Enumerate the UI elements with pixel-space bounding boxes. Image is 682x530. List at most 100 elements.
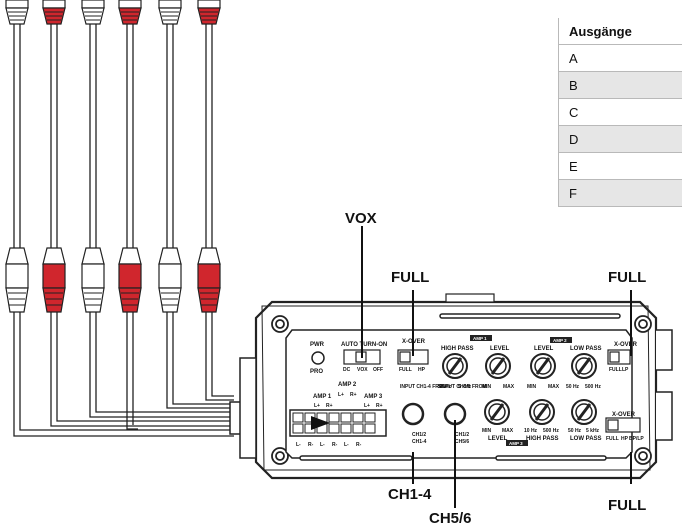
amp3-lp-max-freq: 5 kHz xyxy=(586,428,600,434)
amp1-high-pass-label: HIGH PASS xyxy=(441,346,474,352)
amp3-low-pass-label: LOW PASS xyxy=(570,436,602,442)
amp3-low-pass-knob[interactable] xyxy=(571,399,597,425)
outputs-table: Ausgänge A B C D E F xyxy=(558,18,682,207)
rca-plug-top-5 xyxy=(158,0,182,25)
amp2-lp-max-freq: 500 Hz xyxy=(585,384,601,390)
xover-amp3-opt-bplp: BP/LP xyxy=(629,436,644,442)
amp2-lp-min-freq: 50 Hz xyxy=(566,384,580,390)
rca-plug-top-6 xyxy=(197,0,221,25)
xover-amp1-opt-hp: HP xyxy=(418,367,426,373)
amp2-badge-text: AMP 2 xyxy=(553,338,567,343)
callout-full-amp1: FULL xyxy=(391,269,430,286)
amp3-hp-min-freq: 10 Hz xyxy=(524,428,538,434)
amp3-badge-text: AMP 3 xyxy=(509,441,523,446)
amp1-badge xyxy=(470,335,492,341)
amp1-level-max: MAX xyxy=(503,384,515,390)
outputs-row-c: C xyxy=(558,98,682,126)
xover-amp2-label: X-OVER xyxy=(614,342,638,348)
xover-amp2-switch-knob[interactable] xyxy=(609,351,620,363)
auto-turn-on-label: AUTO TURN-ON xyxy=(341,342,387,348)
amp1-hp-max-freq: 5 kHz xyxy=(458,384,472,390)
auto-opt-dc: DC xyxy=(343,367,351,373)
rca-plug-bottom-2 xyxy=(42,247,66,313)
auto-opt-vox: VOX xyxy=(357,367,368,373)
amp1-high-pass-knob[interactable] xyxy=(442,353,468,379)
xover-amp2-opt-full: FULL xyxy=(609,367,622,373)
outputs-row-a: A xyxy=(558,44,682,72)
amp1-badge-text: AMP 1 xyxy=(473,336,487,341)
callout-full-amp2: FULL xyxy=(608,269,647,286)
term-r-plus-1: R+ xyxy=(326,403,333,409)
amp2-level-max: MAX xyxy=(548,384,560,390)
amp2-terminal-label: AMP 2 xyxy=(338,382,357,388)
outputs-row-d: D xyxy=(558,125,682,153)
amp2-low-pass-label: LOW PASS xyxy=(570,346,602,352)
amp3-lp-min-freq: 50 Hz xyxy=(568,428,582,434)
xover-amp1-opt-full: FULL xyxy=(399,367,412,373)
xover-amp1-switch-knob[interactable] xyxy=(399,351,411,363)
term-l-plus-1: L+ xyxy=(314,403,320,409)
input-ch14-label: INPUT CH1-4 FROM xyxy=(400,384,447,390)
xover-amp3-opt-hp: HP xyxy=(621,436,629,442)
input-ch56-opt-ch56: CH5/6 xyxy=(455,439,469,445)
amp3-level-label: LEVEL xyxy=(488,436,508,442)
amp1-level-min: MIN xyxy=(482,384,492,390)
pro-label: PRO xyxy=(310,369,323,375)
rca-plug-top-1 xyxy=(5,0,29,25)
callout-lines xyxy=(361,226,632,508)
callout-ch5-6: CH5/6 xyxy=(429,510,472,527)
amplifier: PWR PRO AUTO TURN-ON DC VOX OFF X-OVER F… xyxy=(239,293,673,480)
outputs-row-f: F xyxy=(558,179,682,207)
callout-vox: VOX xyxy=(345,210,377,227)
amp3-level-max: MAX xyxy=(502,428,514,434)
amp3-level-min: MIN xyxy=(482,428,492,434)
term-r-plus-2: R+ xyxy=(350,392,357,398)
wire-bundle xyxy=(13,312,234,437)
term-l-plus-3: L+ xyxy=(364,403,370,409)
amp3-badge xyxy=(506,440,528,446)
amp3-terminal-label: AMP 3 xyxy=(364,394,383,400)
rca-plug-top-2 xyxy=(42,0,66,25)
amp2-level-min: MIN xyxy=(527,384,537,390)
input-ch14-selector[interactable] xyxy=(401,402,425,426)
amp2-level-knob[interactable] xyxy=(530,353,556,379)
outputs-row-e: E xyxy=(558,152,682,180)
amp3-high-pass-label: HIGH PASS xyxy=(526,436,559,442)
term-r-minus-3: R- xyxy=(356,442,362,448)
input-ch14-opt-ch14: CH1-4 xyxy=(412,439,427,445)
amp3-level-knob[interactable] xyxy=(484,399,510,425)
speaker-terminal-block[interactable] xyxy=(289,409,387,437)
auto-opt-off: OFF xyxy=(373,367,383,373)
xover-amp3-label: X-OVER xyxy=(612,412,636,418)
term-r-minus-2: R- xyxy=(332,442,338,448)
amp3-hp-max-freq: 500 Hz xyxy=(543,428,559,434)
rca-plug-bottom-5 xyxy=(158,247,182,313)
amp2-low-pass-knob[interactable] xyxy=(571,353,597,379)
outputs-row-b: B xyxy=(558,71,682,99)
rca-plug-bottom-3 xyxy=(81,247,105,313)
outputs-table-header: Ausgänge xyxy=(558,18,682,45)
input-ch56-opt-ch12: CH1/2 xyxy=(455,432,469,438)
rca-plug-top-4 xyxy=(118,0,142,25)
term-r-plus-3: R+ xyxy=(376,403,383,409)
term-l-plus-2: L+ xyxy=(338,392,344,398)
amp1-hp-min-freq: 50 Hz xyxy=(438,384,452,390)
callout-ch1-4: CH1-4 xyxy=(388,486,432,503)
amp2-level-label: LEVEL xyxy=(534,346,554,352)
rca-plug-bottom-1 xyxy=(5,247,29,313)
amp1-level-knob[interactable] xyxy=(485,353,511,379)
input-ch56-label: INPUT CH5/6 FROM xyxy=(440,384,487,390)
amp1-terminal-label: AMP 1 xyxy=(313,394,332,400)
amp1-level-label: LEVEL xyxy=(490,346,510,352)
term-l-minus-3: L- xyxy=(344,442,349,448)
callout-full-amp3: FULL xyxy=(608,497,647,514)
xover-amp3-opt-full: FULL xyxy=(606,436,619,442)
rca-plug-top-3 xyxy=(81,0,105,25)
rca-plug-bottom-4 xyxy=(118,247,142,313)
pwr-led xyxy=(311,351,325,365)
xover-amp3-switch-knob[interactable] xyxy=(607,419,619,431)
term-l-minus-2: L- xyxy=(320,442,325,448)
amp3-high-pass-knob[interactable] xyxy=(529,399,555,425)
pwr-label: PWR xyxy=(310,342,325,348)
